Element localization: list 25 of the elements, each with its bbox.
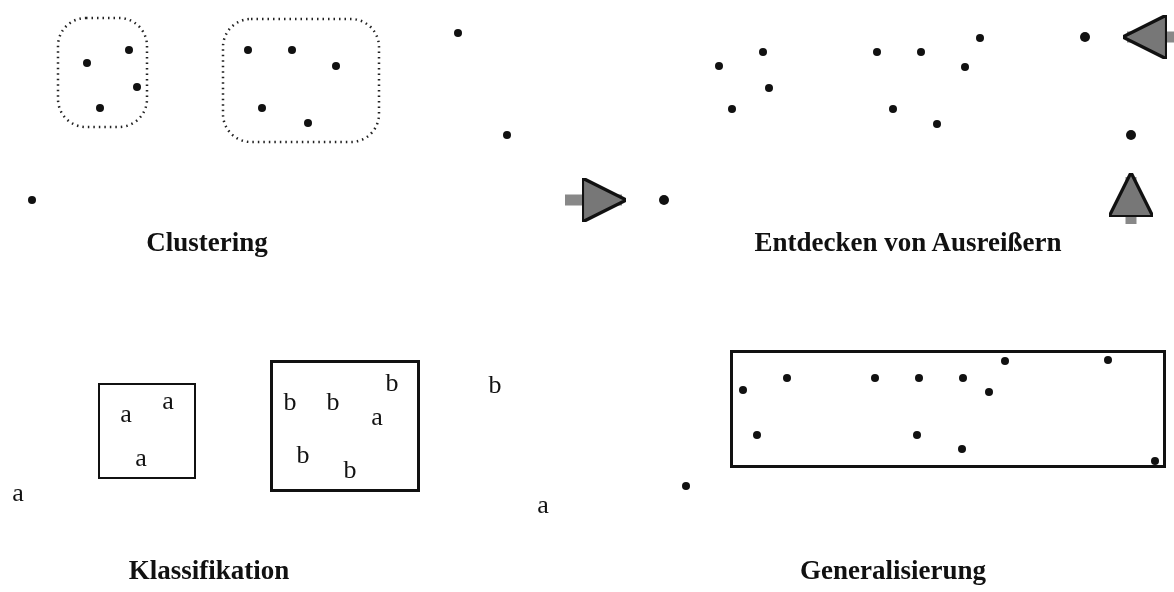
arrow: [1107, 170, 1155, 224]
class-box: [730, 350, 1166, 468]
panel-title: Klassifikation: [128, 557, 290, 583]
class-box: [98, 383, 196, 479]
class-letter: a: [537, 492, 549, 518]
outlier-point: [659, 195, 669, 205]
class-letter: b: [296, 442, 310, 468]
panel-title: Clustering: [146, 229, 268, 255]
class-box: [270, 360, 420, 492]
class-letter: b: [343, 457, 357, 483]
class-letter: a: [120, 401, 132, 427]
arrow: [1120, 13, 1174, 61]
class-letter: b: [283, 389, 297, 415]
class-letter: b: [488, 372, 502, 398]
class-letter: a: [12, 480, 24, 506]
class-letter: b: [385, 370, 399, 396]
outlier-point: [1080, 32, 1090, 42]
panel-title: Entdecken von Ausreißern: [754, 229, 1062, 255]
panel-title: Generalisierung: [800, 557, 986, 583]
class-letter: a: [135, 445, 147, 471]
class-letter: a: [371, 404, 383, 430]
class-letter: a: [162, 388, 174, 414]
class-letter: b: [326, 389, 340, 415]
arrow: [565, 176, 629, 224]
outlier-point: [1126, 130, 1136, 140]
